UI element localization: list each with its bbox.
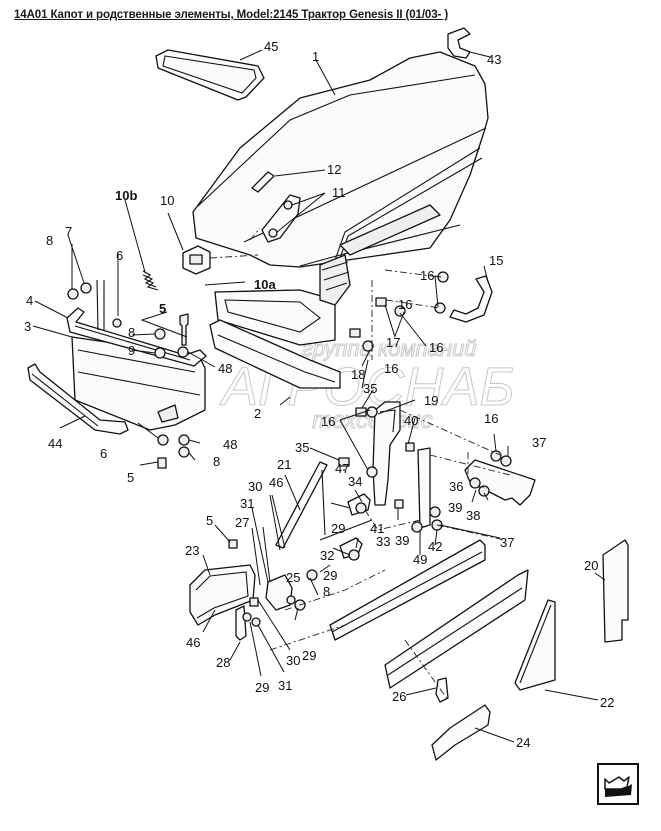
part-19-bracket <box>372 401 401 506</box>
callout-44[interactable]: 44 <box>48 436 62 451</box>
callout-33[interactable]: 33 <box>376 534 390 549</box>
callout-20[interactable]: 20 <box>584 558 598 573</box>
callout-16d[interactable]: 16 <box>321 414 335 429</box>
callout-35a[interactable]: 35 <box>363 381 377 396</box>
callout-16a[interactable]: 16 <box>420 268 434 283</box>
part-43-clip <box>447 27 471 59</box>
callout-18[interactable]: 18 <box>351 367 365 382</box>
callout-7[interactable]: 7 <box>65 224 72 239</box>
part-21-rod <box>275 461 328 549</box>
part-36-bracket <box>417 447 431 529</box>
callout-9[interactable]: 9 <box>128 343 135 358</box>
callout-41[interactable]: 41 <box>370 521 384 536</box>
callout-16b[interactable]: 16 <box>429 340 443 355</box>
alignment-lines <box>209 227 511 701</box>
bolts <box>157 297 415 607</box>
callout-4[interactable]: 4 <box>26 293 33 308</box>
callout-11[interactable]: 11 <box>332 185 346 200</box>
callout-39a[interactable]: 39 <box>448 500 462 515</box>
callout-5c[interactable]: 5 <box>206 513 213 528</box>
callout-29a[interactable]: 29 <box>331 521 345 536</box>
callout-34[interactable]: 34 <box>348 474 362 489</box>
callout-31a[interactable]: 31 <box>240 496 254 511</box>
callout-46b[interactable]: 46 <box>186 635 200 650</box>
callout-39b[interactable]: 39 <box>395 533 409 548</box>
part-grille <box>214 289 336 346</box>
callout-2[interactable]: 2 <box>254 406 261 421</box>
callout-37a[interactable]: 37 <box>532 435 546 450</box>
callout-31b[interactable]: 31 <box>278 678 292 693</box>
callout-28[interactable]: 28 <box>216 655 230 670</box>
callout-26[interactable]: 26 <box>392 689 406 704</box>
part-45-seal <box>155 49 265 101</box>
callout-16f: 16 <box>398 297 412 312</box>
callout-42[interactable]: 42 <box>428 539 442 554</box>
part-24-strip <box>431 704 491 761</box>
callout-8b[interactable]: 8 <box>128 325 135 340</box>
callout-29c[interactable]: 29 <box>302 648 316 663</box>
callout-29b[interactable]: 29 <box>323 568 337 583</box>
back-button[interactable] <box>597 763 639 805</box>
callout-15[interactable]: 15 <box>489 253 503 268</box>
callout-48a[interactable]: 48 <box>218 361 232 376</box>
callout-1[interactable]: 1 <box>312 49 319 64</box>
callout-16e[interactable]: 16 <box>484 411 498 426</box>
callout-6b[interactable]: 6 <box>100 446 107 461</box>
callout-48b[interactable]: 48 <box>223 437 237 452</box>
callout-38[interactable]: 38 <box>466 508 480 523</box>
part-2-trim <box>209 319 341 389</box>
part-4-bar <box>66 307 207 367</box>
callout-8c[interactable]: 8 <box>213 454 220 469</box>
callout-36[interactable]: 36 <box>449 479 463 494</box>
callout-45[interactable]: 45 <box>264 39 278 54</box>
callout-19[interactable]: 19 <box>424 393 438 408</box>
callout-30b[interactable]: 30 <box>286 653 300 668</box>
callout-6a[interactable]: 6 <box>116 248 123 263</box>
callout-16c[interactable]: 16 <box>384 361 398 376</box>
callout-29d[interactable]: 29 <box>255 680 269 695</box>
callout-5b[interactable]: 5 <box>127 470 134 485</box>
callout-3[interactable]: 3 <box>24 319 31 334</box>
callout-32[interactable]: 32 <box>320 548 334 563</box>
callout-5a[interactable]: 5 <box>159 301 166 316</box>
callout-10[interactable]: 10 <box>160 193 174 208</box>
callout-22[interactable]: 22 <box>600 695 614 710</box>
page-title: 14A01 Капот и родственные элементы, Mode… <box>14 9 449 21</box>
part-frame-rail-upper <box>329 539 486 641</box>
part-25-hinge-block <box>265 574 293 611</box>
part-26-clip <box>435 677 449 703</box>
callout-27[interactable]: 27 <box>235 515 249 530</box>
back-arrow-icon <box>604 776 632 797</box>
callout-12[interactable]: 12 <box>327 162 341 177</box>
callout-17[interactable]: 17 <box>386 335 400 350</box>
callout-8d[interactable]: 8 <box>323 584 330 599</box>
part-28-bracket <box>235 605 247 641</box>
callout-25[interactable]: 25 <box>286 570 300 585</box>
part-20-panel <box>602 539 629 643</box>
part-44-rail <box>27 363 129 435</box>
callout-43[interactable]: 43 <box>487 52 501 67</box>
part-15-handle <box>449 275 493 323</box>
callout-24[interactable]: 24 <box>516 735 530 750</box>
callout-30a[interactable]: 30 <box>248 479 262 494</box>
callout-47[interactable]: 47 <box>335 461 349 476</box>
callout-21[interactable]: 21 <box>277 457 291 472</box>
part-frame-rail-lower <box>384 569 529 689</box>
callout-40[interactable]: 40 <box>404 413 418 428</box>
callout-10a[interactable]: 10a <box>254 277 276 292</box>
callout-37b[interactable]: 37 <box>500 535 514 550</box>
callout-10b[interactable]: 10b <box>115 188 137 203</box>
callout-labels: 1 2 3 4 5 5 5 6 6 7 8 8 8 8 9 10 10a 10b… <box>24 39 614 750</box>
leader-lines <box>32 49 606 743</box>
callout-49[interactable]: 49 <box>413 552 427 567</box>
callout-23[interactable]: 23 <box>185 543 199 558</box>
callout-46a[interactable]: 46 <box>269 475 283 490</box>
callout-35b[interactable]: 35 <box>295 440 309 455</box>
part-12-handle <box>251 171 275 193</box>
callout-8a[interactable]: 8 <box>46 233 53 248</box>
